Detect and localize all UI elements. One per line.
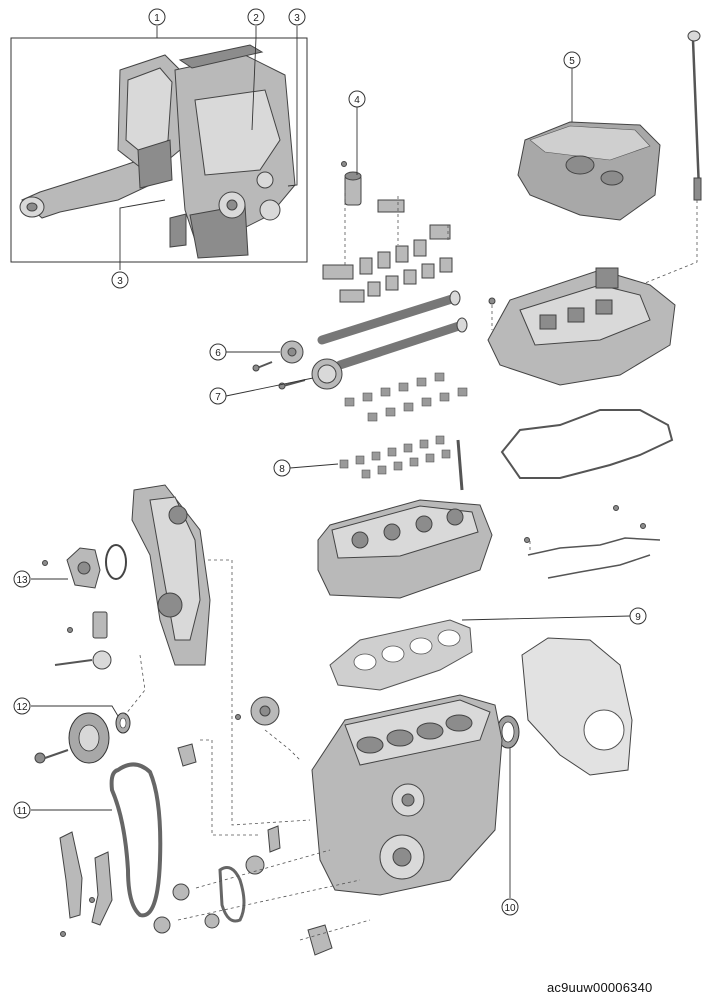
svg-text:4: 4 xyxy=(354,95,360,106)
rocker-arm-set xyxy=(322,199,453,303)
callout-4: 4 xyxy=(348,90,366,108)
cylinder-head-gasket xyxy=(329,619,473,691)
engine-assembly-frame xyxy=(10,37,308,263)
svg-text:1: 1 xyxy=(154,13,160,24)
svg-text:8: 8 xyxy=(279,464,285,475)
rear-plate-opening xyxy=(583,709,625,751)
callout-13: 13 xyxy=(13,570,31,588)
intake-camshaft xyxy=(335,317,468,370)
svg-text:12: 12 xyxy=(16,702,28,713)
svg-text:6: 6 xyxy=(215,348,221,359)
callout-8: 8 xyxy=(273,459,291,477)
callout-9: 9 xyxy=(629,607,647,625)
variable-valve-timing-actuator xyxy=(278,358,343,390)
rear-end-plate xyxy=(521,637,633,776)
svg-text:3: 3 xyxy=(294,13,300,24)
small-bracket xyxy=(177,743,197,767)
svg-text:2: 2 xyxy=(253,13,259,24)
timing-chain xyxy=(109,762,163,918)
water-pump xyxy=(42,544,127,589)
callout-5: 5 xyxy=(563,51,581,69)
svg-text:11: 11 xyxy=(17,806,28,817)
svg-text:13: 13 xyxy=(16,575,28,586)
cylinder-head xyxy=(317,499,493,599)
small-bracket xyxy=(267,825,281,853)
front-oil-seal xyxy=(115,712,131,734)
document-code: ac9uuw00006340 xyxy=(547,980,653,995)
exhaust-cam-sprocket xyxy=(252,340,304,372)
svg-text:9: 9 xyxy=(635,612,641,623)
cylinder-head-cover xyxy=(487,267,676,386)
callout-3-top: 3 xyxy=(288,8,306,26)
svg-text:10: 10 xyxy=(504,903,516,914)
chain-guides xyxy=(59,831,113,937)
ignition-harness xyxy=(524,505,661,579)
callout-10: 10 xyxy=(501,898,519,916)
callout-12: 12 xyxy=(13,697,31,715)
dipstick-guide-line xyxy=(639,200,698,286)
crankshaft-pulley xyxy=(34,712,110,764)
valve-lifters-and-valves xyxy=(339,372,468,491)
callout-11: 11 xyxy=(13,801,31,819)
exhaust-camshaft xyxy=(317,290,461,345)
timing-chain-cover xyxy=(131,484,211,666)
callout-2: 2 xyxy=(247,8,265,26)
leader-lines xyxy=(31,26,631,898)
callout-6: 6 xyxy=(209,343,227,361)
svg-text:5: 5 xyxy=(569,56,575,67)
svg-text:3: 3 xyxy=(117,276,123,287)
assembly-guide-lines xyxy=(124,190,531,941)
complete-engine-assembly xyxy=(19,44,296,259)
engine-cover xyxy=(517,121,661,221)
callout-7: 7 xyxy=(209,387,227,405)
head-cover-gasket xyxy=(500,409,674,479)
chain-tensioner xyxy=(54,611,112,670)
oil-pump-drive xyxy=(153,855,333,956)
callout-1: 1 xyxy=(148,8,166,26)
crankshaft-sprocket-pulley xyxy=(235,696,280,726)
oil-control-valve xyxy=(341,161,362,206)
oil-dipstick xyxy=(687,30,702,201)
svg-text:7: 7 xyxy=(215,392,221,403)
callout-3-bottom: 3 xyxy=(111,271,129,289)
cylinder-block xyxy=(311,694,503,896)
